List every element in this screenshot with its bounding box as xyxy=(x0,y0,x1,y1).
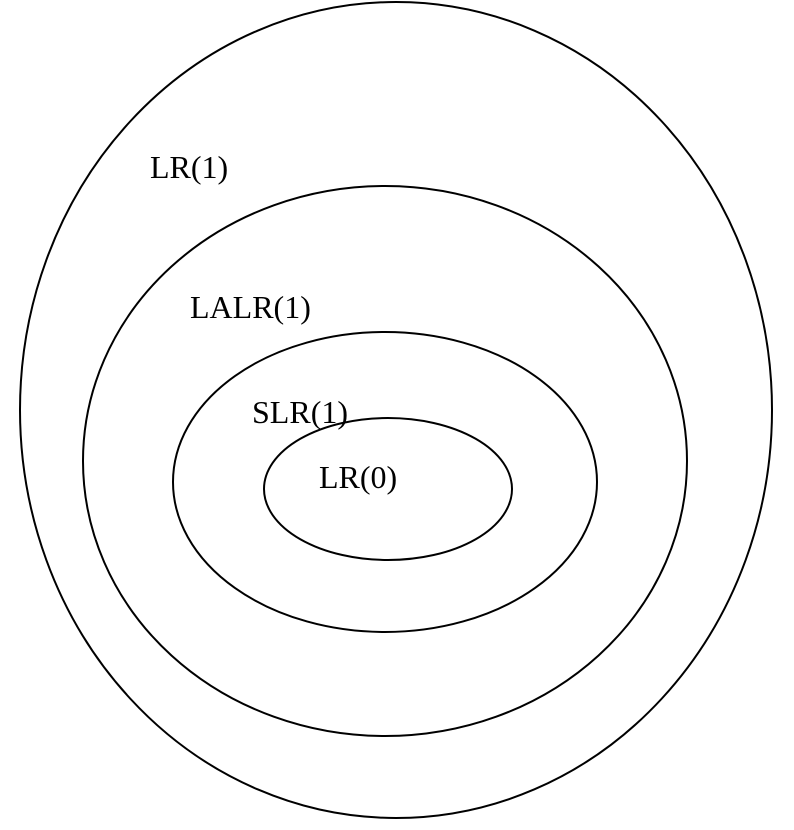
lalr1-set-ellipse xyxy=(82,185,688,737)
lr1-set-ellipse xyxy=(19,1,773,819)
lr0-set-label: LR(0) xyxy=(319,459,397,495)
lalr1-set-label: LALR(1) xyxy=(190,289,311,325)
slr1-set-ellipse xyxy=(172,331,598,633)
lr0-set-ellipse xyxy=(263,417,513,561)
slr1-set-label: SLR(1) xyxy=(252,394,348,430)
lr1-set-label: LR(1) xyxy=(150,149,228,185)
